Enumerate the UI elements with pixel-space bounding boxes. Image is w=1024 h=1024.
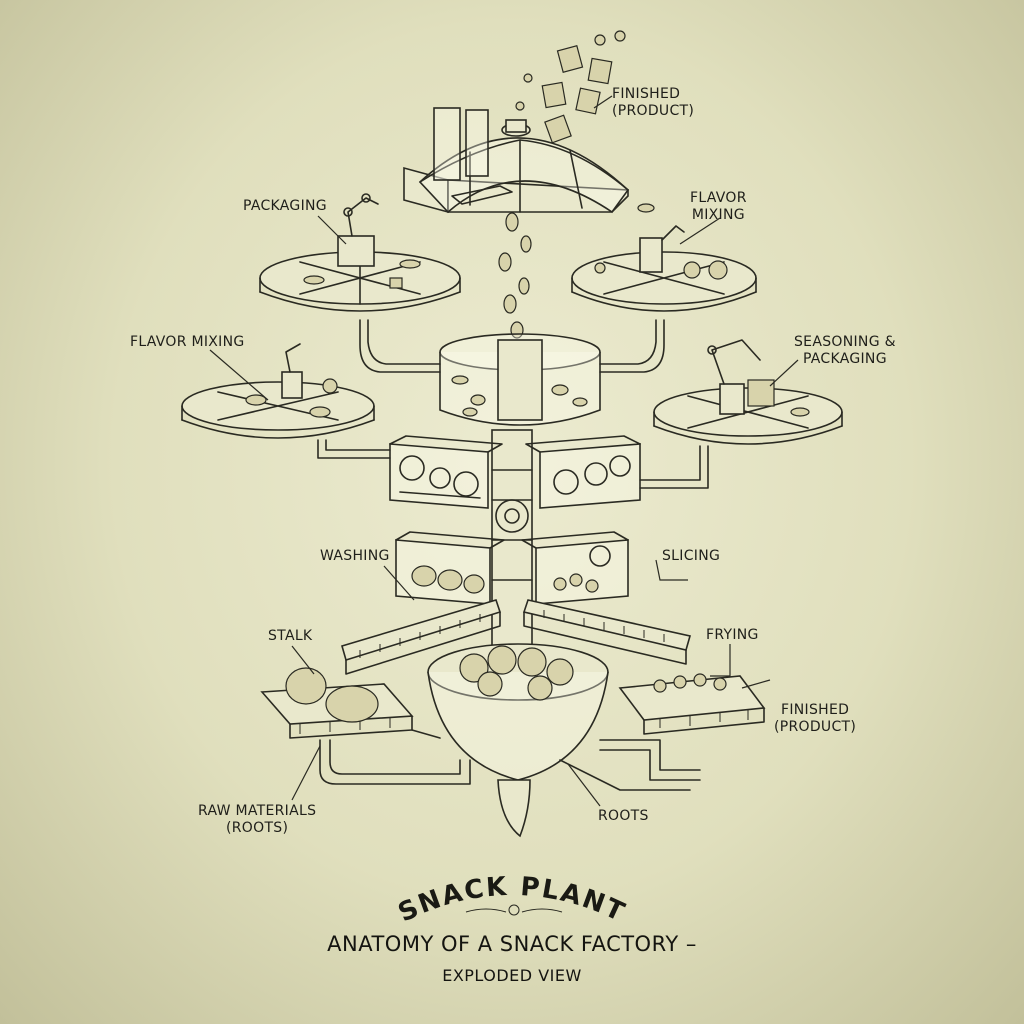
conveyor-frying bbox=[618, 673, 766, 735]
label-finished-bottom: FINISHED (PRODUCT) bbox=[774, 702, 857, 735]
main-title: ANATOMY OF A SNACK FACTORY – bbox=[327, 932, 697, 956]
label-roots: ROOTS bbox=[598, 808, 649, 824]
central-column bbox=[491, 429, 533, 661]
label-packaging: PACKAGING bbox=[243, 198, 327, 214]
packaging-platform bbox=[259, 193, 461, 312]
brand-title: SNACK PLANT bbox=[394, 872, 631, 928]
seasoning-platform bbox=[653, 339, 843, 445]
central-mixing-drum bbox=[439, 333, 601, 426]
top-dome-assembly bbox=[403, 107, 630, 214]
label-finished-top: FINISHED (PRODUCT) bbox=[612, 86, 695, 119]
label-washing: WASHING bbox=[320, 548, 390, 564]
label-raw-materials: RAW MATERIALS (ROOTS) bbox=[198, 803, 317, 836]
conveyor-right bbox=[522, 599, 692, 665]
label-flavor-mixing-right: FLAVOR MIXING bbox=[690, 190, 747, 223]
label-frying: FRYING bbox=[706, 627, 759, 643]
falling-packets bbox=[515, 30, 626, 144]
conveyor-raw bbox=[260, 667, 414, 739]
leader-lines bbox=[209, 95, 799, 807]
frying-bowl bbox=[427, 643, 609, 838]
upper-pipes bbox=[359, 319, 665, 373]
slicing-tank bbox=[521, 531, 629, 605]
flavor-mixing-platform-left bbox=[181, 343, 375, 439]
lower-pipes bbox=[319, 729, 701, 791]
label-stalk: STALK bbox=[268, 628, 313, 644]
gearbox-right bbox=[525, 435, 641, 509]
sub-title: EXPLODED VIEW bbox=[442, 966, 582, 985]
conveyor-left bbox=[341, 599, 502, 675]
label-seasoning-packaging: SEASONING & PACKAGING bbox=[794, 334, 896, 367]
gearbox-left bbox=[389, 435, 503, 509]
brand-title-text: SNACK PLANT bbox=[394, 872, 629, 928]
ornament-flourish bbox=[465, 904, 563, 916]
label-slicing: SLICING bbox=[662, 548, 721, 564]
central-gear bbox=[495, 499, 529, 533]
svg-text:SNACK PLANT: SNACK PLANT bbox=[394, 872, 631, 928]
flavor-mixing-platform-right bbox=[571, 203, 757, 312]
label-flavor-mixing-left: FLAVOR MIXING bbox=[130, 334, 245, 350]
washing-tank bbox=[395, 531, 505, 605]
mid-pipes bbox=[317, 439, 709, 489]
falling-chips bbox=[498, 212, 532, 339]
